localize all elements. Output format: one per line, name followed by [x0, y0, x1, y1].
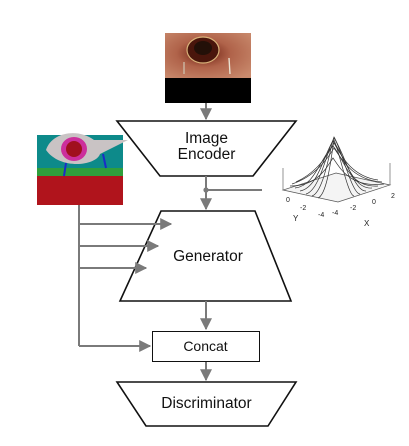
- gaussian-x-axis-label: X: [364, 219, 370, 228]
- gaussian-noise-plot: [281, 136, 392, 203]
- gaussian-x-tick: 2: [391, 193, 395, 200]
- generator-shape: [118, 210, 293, 302]
- caption-strip: [0, 432, 409, 446]
- discriminator-shape: [115, 381, 298, 427]
- image-encoder-label: Image Encoder: [160, 130, 253, 164]
- concat-node: Concat: [152, 331, 260, 362]
- gaussian-x-tick: -4: [332, 210, 339, 217]
- gaussian-y-tick: -4: [318, 212, 325, 219]
- gaussian-y-axis-label: Y: [293, 214, 299, 223]
- input-photo: [165, 33, 251, 103]
- segmentation-map: [37, 133, 128, 205]
- image-encoder-label-line1: Image: [184, 130, 229, 147]
- discriminator-label: Discriminator: [161, 395, 252, 412]
- gaussian-x-tick: -2: [350, 205, 357, 212]
- image-encoder-shape: [115, 120, 298, 177]
- image-encoder-label-line2: Encoder: [177, 146, 236, 164]
- concat-label: Concat: [183, 338, 228, 354]
- gaussian-y-tick: 0: [286, 197, 290, 204]
- gaussian-x-tick: 0: [372, 199, 376, 206]
- gaussian-y-tick: -2: [300, 205, 307, 212]
- generator-label: Generator: [173, 248, 243, 265]
